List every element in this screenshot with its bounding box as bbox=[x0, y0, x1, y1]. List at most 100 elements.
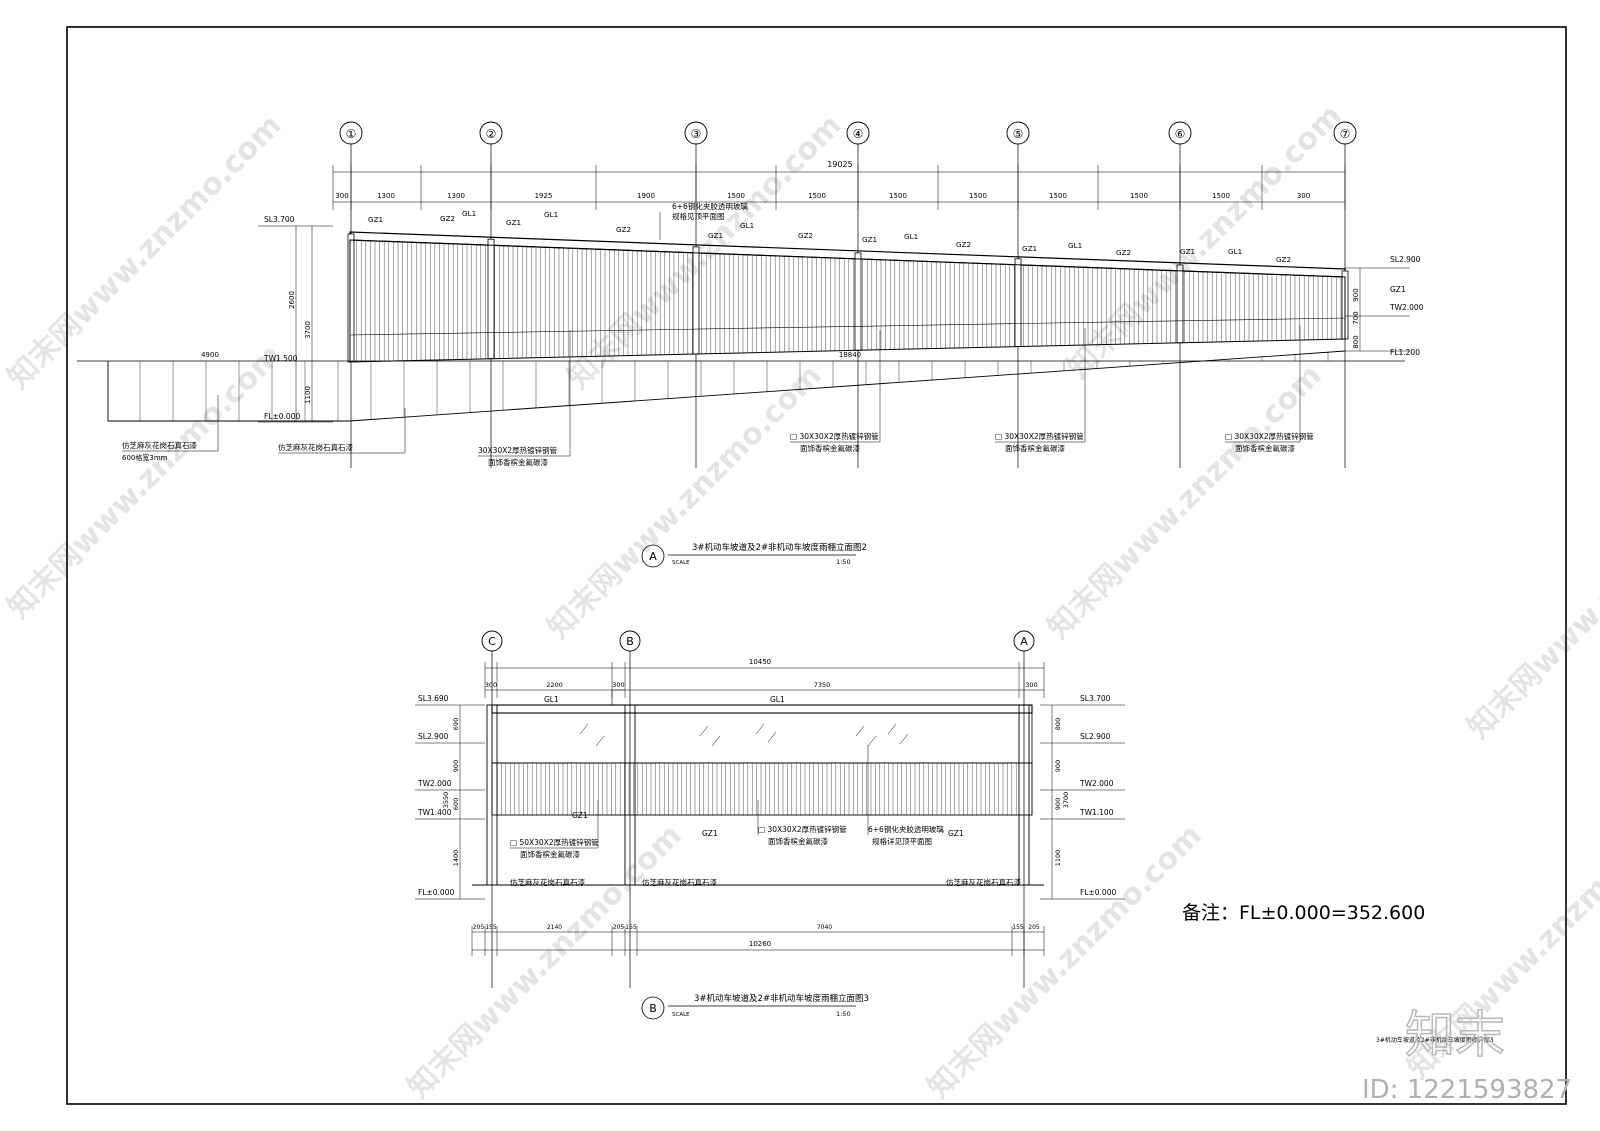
note-ramp-2: 600格宽3mm bbox=[122, 453, 168, 462]
axis-label: ④ bbox=[853, 127, 864, 141]
note-b-pipe-m-1: □ 30X30X2厚热镀锌钢管 bbox=[758, 824, 847, 834]
dim-value: 1300 bbox=[377, 192, 395, 200]
remark-fl: 备注：FL±0.000=352.600 bbox=[1182, 902, 1425, 924]
dim-value: 300 bbox=[1297, 192, 1310, 200]
dim-total-b: 10450 bbox=[749, 658, 771, 666]
leader bbox=[1225, 325, 1301, 443]
level-right: SL2.900 bbox=[1080, 732, 1111, 741]
column bbox=[347, 233, 355, 363]
level-right: TW2.000 bbox=[1079, 779, 1114, 788]
glass-hatch-b bbox=[579, 723, 909, 747]
bottom-total-b: 10260 bbox=[749, 940, 771, 948]
title-letter-a: A bbox=[649, 550, 657, 563]
note-pipe1-2: 面饰香槟金氟碳漆 bbox=[488, 457, 548, 467]
note-pipe3-2: 面饰香槟金氟碳漆 bbox=[1005, 443, 1065, 453]
level-fl-right: FL1.200 bbox=[1390, 348, 1420, 357]
note-b-glass-2: 规格详见顶平面图 bbox=[872, 836, 932, 846]
leader bbox=[995, 328, 1086, 443]
glass-mark bbox=[699, 725, 709, 737]
dim-value: 1500 bbox=[969, 192, 987, 200]
dim-value: 7040 bbox=[817, 924, 832, 931]
beam-tag: GZ1 bbox=[368, 215, 383, 224]
glass-mark bbox=[867, 735, 877, 747]
beam-tag: GZ1 bbox=[862, 235, 877, 244]
title-scale-label-b: SCALE bbox=[672, 1012, 690, 1018]
axis-label: ⑥ bbox=[1175, 127, 1186, 141]
beam-tag: GZ2 bbox=[440, 214, 455, 223]
watermark: 知末网www.znzmo.com bbox=[1, 108, 289, 396]
sheet-frame bbox=[66, 26, 1567, 1105]
mid-rail bbox=[349, 317, 1346, 336]
axis-label: C bbox=[488, 635, 496, 648]
beam-tag: GZ2 bbox=[616, 225, 631, 234]
dim-value: 155 bbox=[1012, 924, 1024, 931]
tag-gl1-left: GL1 bbox=[544, 695, 559, 704]
glass-mark bbox=[595, 735, 605, 747]
beam-tag: GZ1 bbox=[1022, 244, 1037, 253]
axis-label: ③ bbox=[691, 127, 702, 141]
vdim-800: 800 bbox=[1352, 335, 1360, 348]
beam-tag: GL1 bbox=[904, 232, 918, 241]
note-pipe3-1: □ 30X30X2厚热镀锌钢管 bbox=[995, 431, 1084, 441]
dim-value: 1500 bbox=[1049, 192, 1067, 200]
note-b-glass-1: 6+6钢化夹胶透明玻璃 bbox=[868, 824, 944, 834]
watermark: 知末网www.znzmo.com bbox=[1041, 358, 1329, 646]
vdim-right: 900 bbox=[1054, 760, 1062, 772]
beam-tag: GZ1 bbox=[1180, 247, 1195, 256]
louvre-outline-b bbox=[491, 762, 1033, 816]
watermark: 知末网www.znzmo.com bbox=[921, 818, 1209, 1106]
dim-value: 7350 bbox=[814, 681, 831, 689]
level-left: TW1.400 bbox=[417, 808, 452, 817]
vdim-900: 900 bbox=[1352, 288, 1360, 301]
roof-beam-b bbox=[491, 704, 1033, 714]
title-text-a: 3#机动车坡道及2#非机动车坡度雨棚立面图2 bbox=[692, 542, 867, 553]
dim-value: 1500 bbox=[727, 192, 745, 200]
tag-gl1-mid: GL1 bbox=[770, 695, 785, 704]
level-gz-right: GZ1 bbox=[1390, 285, 1406, 294]
beam-tag: GZ2 bbox=[1276, 255, 1291, 264]
level-right: TW1.100 bbox=[1079, 808, 1114, 817]
level-left: FL±0.000 bbox=[418, 888, 454, 897]
level-fl-left: FL±0.000 bbox=[264, 412, 300, 421]
note-glass-2: 规格见顶平面图 bbox=[672, 211, 725, 221]
column bbox=[1014, 258, 1022, 347]
glass-mark bbox=[887, 723, 897, 735]
title-text-b: 3#机动车坡道及2#非机动车坡度雨棚立面图3 bbox=[694, 993, 869, 1004]
title-bubble-a bbox=[641, 544, 665, 568]
beam-tag: GZ1 bbox=[506, 218, 521, 227]
note-b-stone-r: 仿芝麻灰花岗石真石漆 bbox=[946, 877, 1021, 887]
vdim-right: 1100 bbox=[1054, 850, 1062, 867]
leader bbox=[122, 395, 219, 452]
beam-tag: GL1 bbox=[1228, 247, 1242, 256]
step-roof-line bbox=[496, 689, 625, 713]
column bbox=[487, 238, 495, 360]
note-b-stone-l: 仿芝麻灰花岗石真石漆 bbox=[510, 877, 585, 887]
axis-label: ⑤ bbox=[1013, 127, 1024, 141]
level-sl-left: SL3.700 bbox=[264, 215, 295, 224]
beam-tag: GL1 bbox=[462, 209, 476, 218]
louvre-panel-a bbox=[347, 233, 1349, 363]
vdim-right: 3700 bbox=[1062, 792, 1070, 809]
tag-gz1-right: GZ1 bbox=[948, 829, 964, 838]
note-pipe4-2: 面饰香槟金氟碳漆 bbox=[1235, 443, 1295, 453]
axis-label: ① bbox=[346, 127, 357, 141]
vdim-left: 900 bbox=[452, 760, 460, 772]
tag-gz1-left: GZ1 bbox=[572, 811, 588, 820]
span-length: 18840 bbox=[839, 351, 861, 359]
sheet-title: 3#机动车坡道及2#非机动车坡度雨棚详图3 bbox=[1376, 1036, 1494, 1044]
title-scale-b: 1:50 bbox=[836, 1010, 851, 1018]
watermark: 知末网www.znzmo.com bbox=[1, 338, 289, 626]
dim-value: 1500 bbox=[808, 192, 826, 200]
watermark: 知末网www.znzmo.com bbox=[561, 108, 849, 396]
note-pipe1-1: 30X30X2厚热镀锌钢管 bbox=[478, 445, 558, 455]
vdim-left: 3550 bbox=[442, 792, 450, 809]
id-text: ID: 1221593827 bbox=[1362, 1075, 1572, 1105]
level-sl-right: SL2.900 bbox=[1390, 255, 1421, 264]
louvre-panel-b bbox=[496, 763, 1017, 815]
axis-label: ② bbox=[486, 127, 497, 141]
note-wall: 仿芝麻灰花岗石真石漆 bbox=[278, 442, 353, 452]
